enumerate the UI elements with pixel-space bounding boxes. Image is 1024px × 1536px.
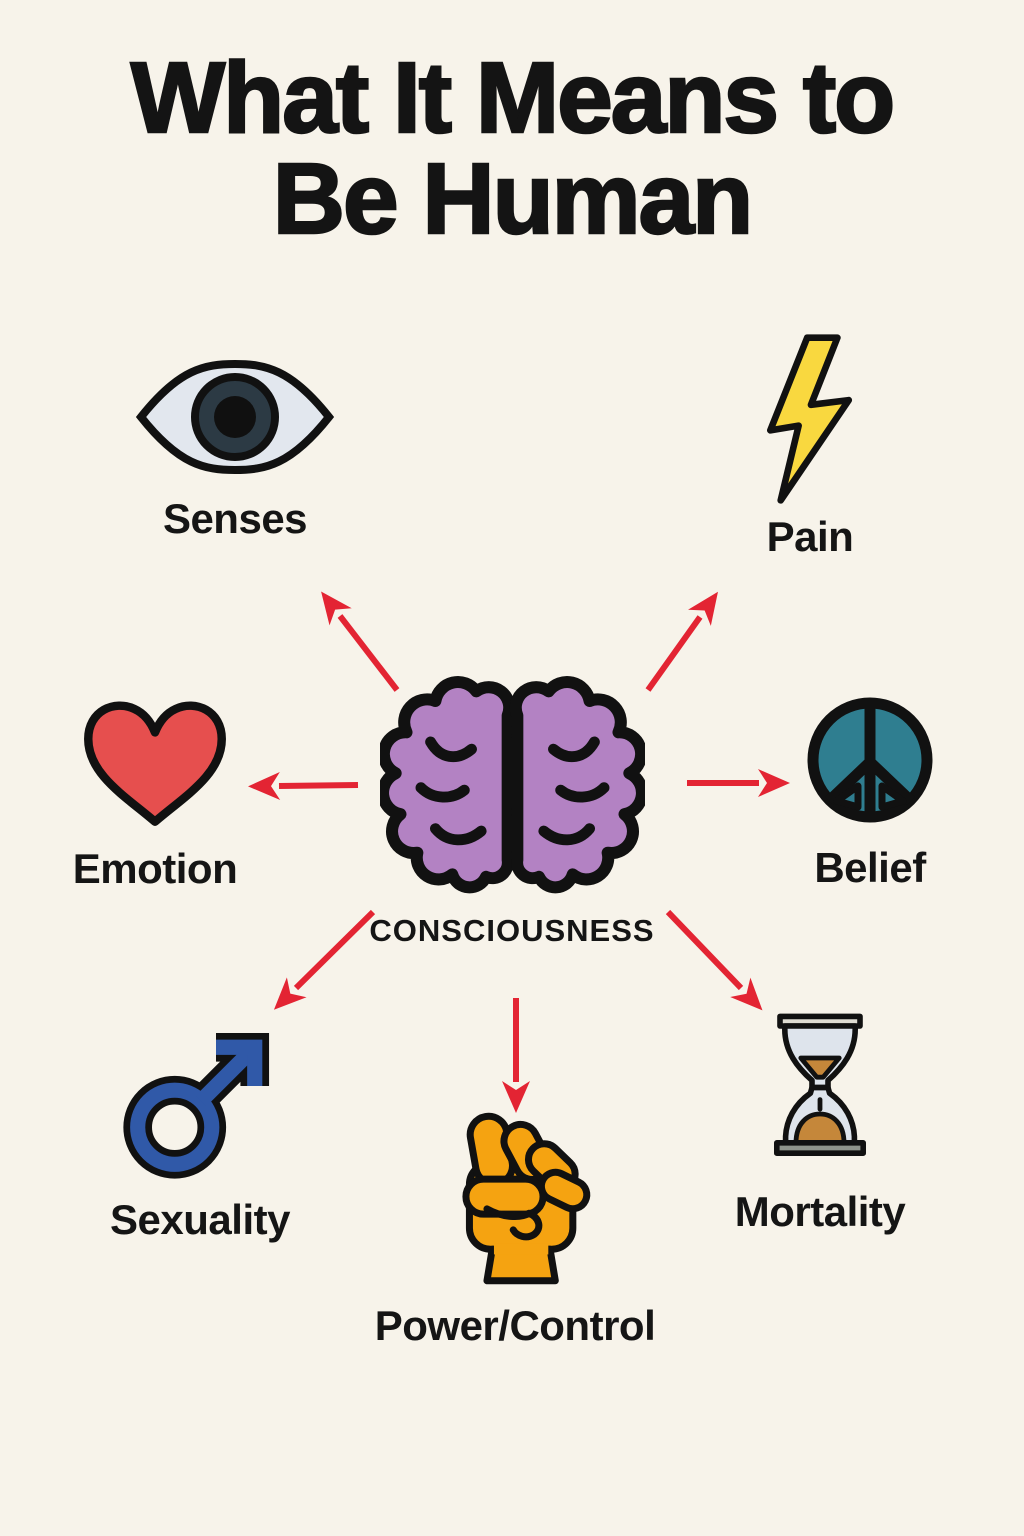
node-label: Pain bbox=[766, 513, 854, 560]
node-label: Mortality bbox=[734, 1188, 906, 1235]
heart-icon bbox=[84, 701, 226, 826]
node-belief: Belief bbox=[745, 690, 995, 892]
brain-icon bbox=[379, 676, 645, 894]
center-label: CONSCIOUSNESS bbox=[369, 913, 655, 948]
hourglass-icon bbox=[774, 1013, 866, 1156]
title-line-1: What It Means to bbox=[130, 42, 897, 154]
node-consciousness: CONSCIOUSNESS bbox=[342, 672, 682, 949]
node-label: Emotion bbox=[72, 845, 238, 892]
node-mortality: Mortality bbox=[695, 1010, 945, 1236]
title-line-2: Be Human bbox=[271, 143, 754, 255]
node-sexuality: Sexuality bbox=[75, 1022, 325, 1244]
page-title: What It Means to Be Human bbox=[0, 42, 1024, 255]
node-senses: Senses bbox=[90, 355, 380, 543]
node-emotion: Emotion bbox=[30, 692, 280, 893]
fist-icon bbox=[462, 1112, 591, 1285]
node-label: Senses bbox=[162, 495, 308, 542]
male-symbol-icon bbox=[123, 1032, 270, 1179]
peace-icon bbox=[807, 697, 933, 823]
node-label: Power/Control bbox=[374, 1302, 656, 1349]
node-label: Sexuality bbox=[110, 1196, 290, 1243]
node-label: Belief bbox=[814, 844, 926, 891]
lightning-icon bbox=[766, 334, 853, 504]
node-power: Power/Control bbox=[330, 1102, 700, 1350]
eye-icon bbox=[135, 359, 335, 475]
node-pain: Pain bbox=[680, 332, 940, 561]
